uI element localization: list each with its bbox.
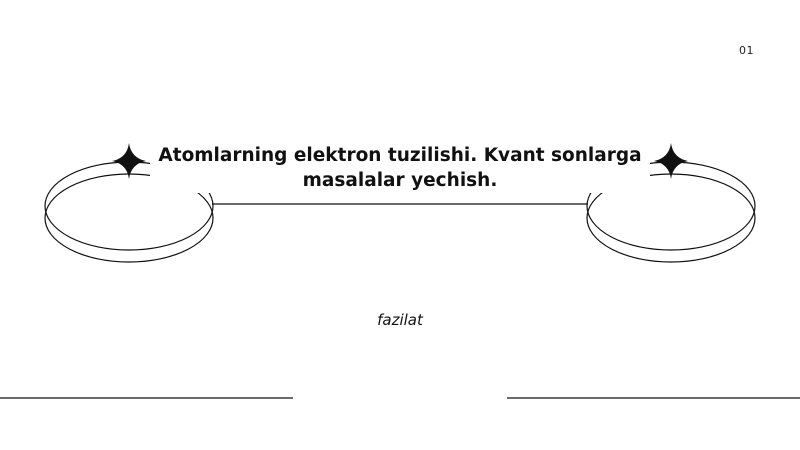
author-name: fazilat [377, 311, 423, 329]
four-point-star-icon [654, 143, 688, 179]
slide-title-line-1: Atomlarning elektron tuzilishi. Kvant so… [158, 145, 642, 166]
four-point-star-icon [112, 143, 146, 179]
slide-title: Atomlarning elektron tuzilishi. Kvant so… [150, 143, 650, 193]
slide-title-line-2: masalalar yechish. [302, 170, 498, 191]
page-number: 01 [739, 44, 754, 57]
